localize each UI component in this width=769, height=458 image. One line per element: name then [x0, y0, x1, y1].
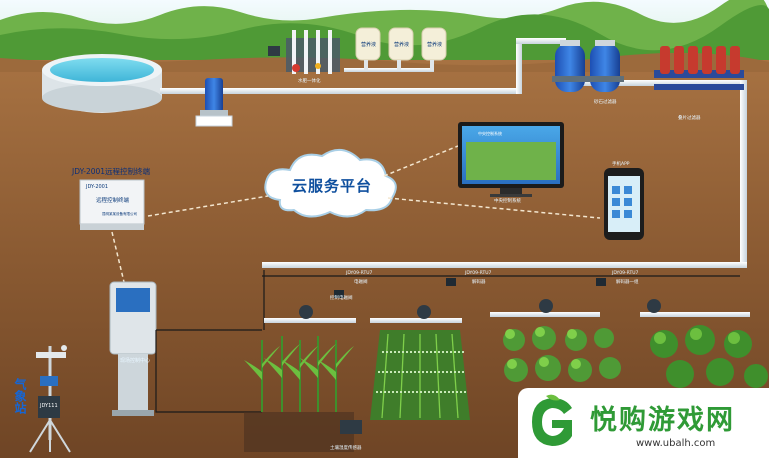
brand-logo-icon [532, 394, 572, 446]
nutrient-tank-label: 营养液 [361, 42, 377, 48]
reservoir [42, 54, 162, 113]
crop-shrubs [503, 326, 621, 382]
phone [604, 168, 644, 240]
supply-pipes [160, 38, 747, 268]
remote-terminal-model: JDY-2001 [86, 184, 109, 190]
valve-controller-label: JDY09-RTU7 [612, 271, 639, 276]
fertilizer-unit [268, 30, 340, 74]
crop-trees [650, 325, 768, 388]
valve-controller-label: JDY09-RTU7 [465, 271, 492, 276]
field-center-label: 现场控制中心 [120, 358, 151, 364]
disc-filter [654, 46, 744, 90]
watermark-name: 悦购游戏网 [590, 405, 735, 436]
weather-box-label: JDY111 [40, 403, 58, 409]
sand-filter-label: 砂石过滤器 [594, 100, 617, 105]
cloud-platform [264, 149, 397, 218]
nutrient-tank-label: 营养液 [394, 42, 410, 48]
phone-app-label: 手机APP [612, 162, 630, 167]
fertilizer-unit-label: 水肥一体化 [298, 79, 321, 84]
soil-sensor-label: 土壤湿度传感器 [330, 446, 362, 451]
control-monitor [458, 122, 564, 197]
crop-corn [244, 336, 362, 452]
valve-controller-sub: 解码器 [472, 280, 486, 285]
solenoid-valve-label: 控制电磁阀 [330, 296, 353, 301]
sand-filter [552, 40, 624, 92]
nutrient-tank-label: 营养液 [427, 42, 443, 48]
cloud-platform-label: 云服务平台 [292, 177, 373, 195]
remote-terminal-title: JDY-2001远程控制终端 [72, 167, 151, 176]
branch-pipes [264, 312, 750, 323]
weather-station-label: 气象站 [13, 378, 27, 414]
nutrient-tanks [355, 27, 447, 70]
watermark-url: www.ubalh.com [636, 438, 716, 449]
control-software-label: 中央控制系统 [494, 199, 521, 204]
field-kiosk [109, 281, 157, 416]
remote-terminal-maker: 昆明某某设备有限公司 [102, 212, 137, 216]
valve-controller-label: JDY09-RTU7 [346, 271, 373, 276]
weather-station [29, 345, 71, 453]
crop-vegetables [370, 330, 470, 420]
remote-terminal [79, 179, 145, 230]
valve-controller-sub: 解码器一组 [616, 280, 639, 285]
water-pump [195, 78, 233, 127]
valve-controller-sub: 电磁阀 [354, 280, 368, 285]
network-links [111, 145, 601, 283]
disc-filter-label: 叠片过滤器 [678, 116, 701, 121]
solenoid-valves [299, 278, 661, 319]
remote-terminal-panel: 远程控制终端 [96, 198, 130, 204]
control-software-title: 中央控制系统 [478, 131, 502, 136]
